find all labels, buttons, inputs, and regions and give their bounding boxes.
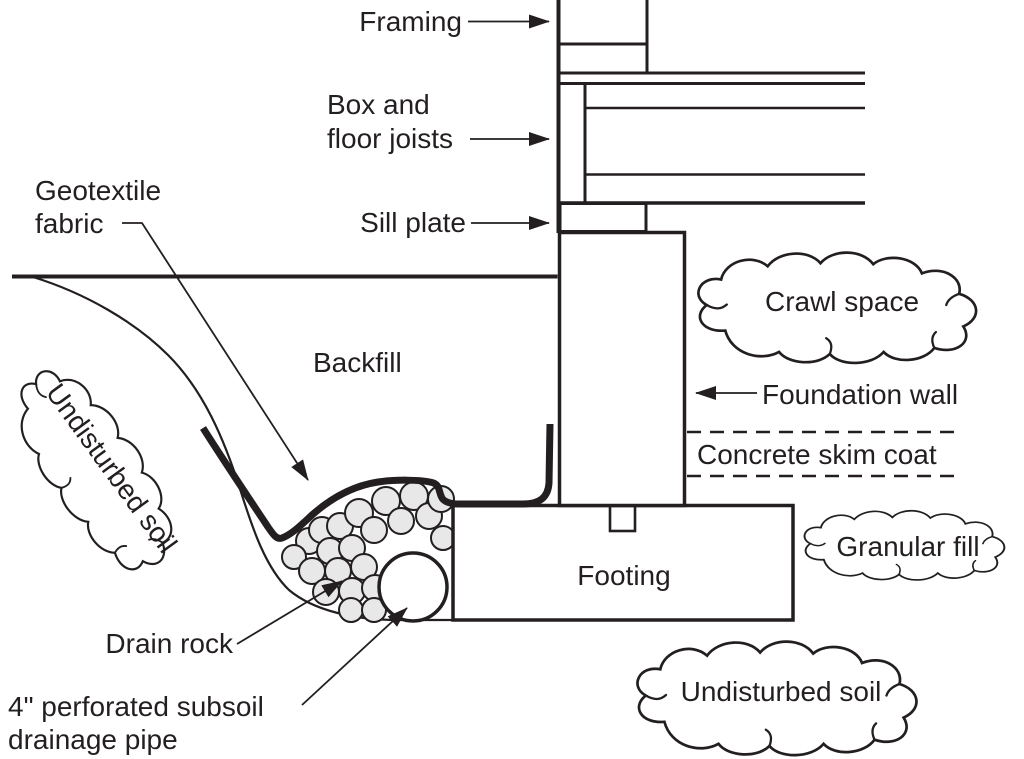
granular-fill-label: Granular fill [836, 531, 979, 562]
drain-rock-label: Drain rock [105, 628, 234, 659]
drain-pipe-arrow [301, 607, 408, 706]
footing-keyway [608, 504, 637, 533]
concrete-skim-coat-lines [687, 430, 963, 478]
geotextile-label-line1: Geotextile [35, 175, 161, 206]
drain-pipe-label-line2: drainage pipe [8, 724, 178, 755]
drain-rock-pile [281, 481, 456, 623]
footing-label: Footing [577, 560, 670, 591]
sill-plate-label: Sill plate [360, 207, 466, 238]
foundation-wall-rect [557, 230, 687, 508]
rock [360, 516, 388, 544]
leader-lines [122, 14, 757, 706]
drain-pipe-label-line1: 4" perforated subsoil [8, 691, 264, 722]
rock [387, 507, 415, 535]
drainage-pipe [377, 551, 449, 623]
joists-label-line2: floor joists [327, 123, 453, 154]
geotextile-arrow [122, 222, 309, 481]
rock [338, 597, 364, 623]
geotextile-label-line2: fabric [35, 208, 103, 239]
crawl-space-label: Crawl space [765, 286, 919, 317]
joists-label-line1: Box and [327, 89, 430, 120]
rock [281, 544, 307, 570]
framing-structure [556, 0, 865, 233]
foundation-wall-label: Foundation wall [762, 379, 958, 410]
undisturbed-soil-bottom-label: Undisturbed soil [681, 676, 882, 707]
backfill-label: Backfill [313, 347, 402, 378]
geotextile-fabric-line [200, 423, 554, 542]
concrete-skim-coat-label: Concrete skim coat [697, 439, 937, 470]
framing-label: Framing [359, 6, 462, 37]
rock [312, 578, 340, 606]
sill-plate-rect [558, 202, 648, 233]
drain-rock-arrow [236, 580, 343, 645]
